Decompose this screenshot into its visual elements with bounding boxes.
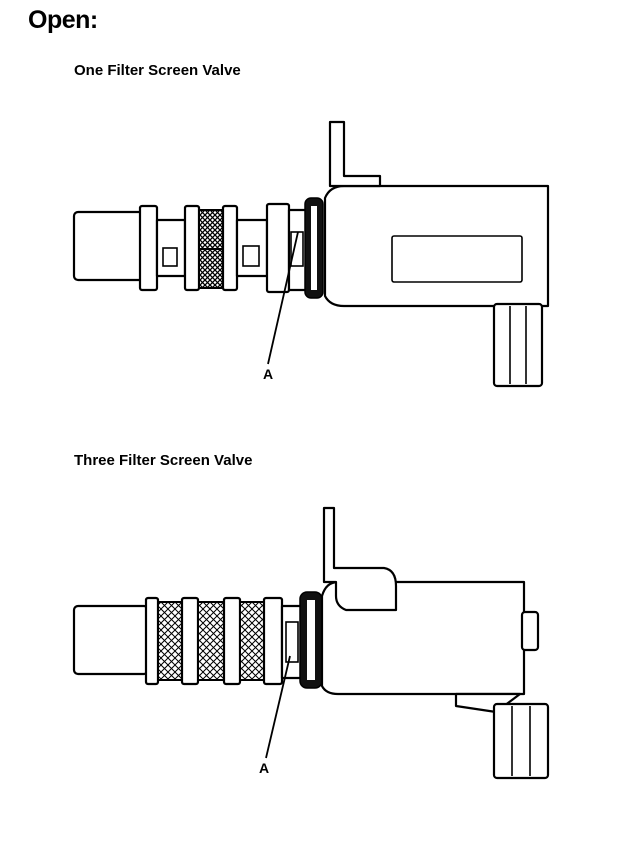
- three-filter-valve-title: Three Filter Screen Valve: [74, 452, 253, 469]
- page-title: Open:: [28, 6, 98, 34]
- three-filter-screen-valve-drawing: [72, 506, 550, 780]
- one-filter-valve-title: One Filter Screen Valve: [74, 62, 241, 79]
- callout-label-a-top: A: [263, 366, 274, 382]
- callout-label-a-bottom: A: [259, 760, 270, 776]
- one-filter-screen-valve-drawing: [72, 120, 550, 388]
